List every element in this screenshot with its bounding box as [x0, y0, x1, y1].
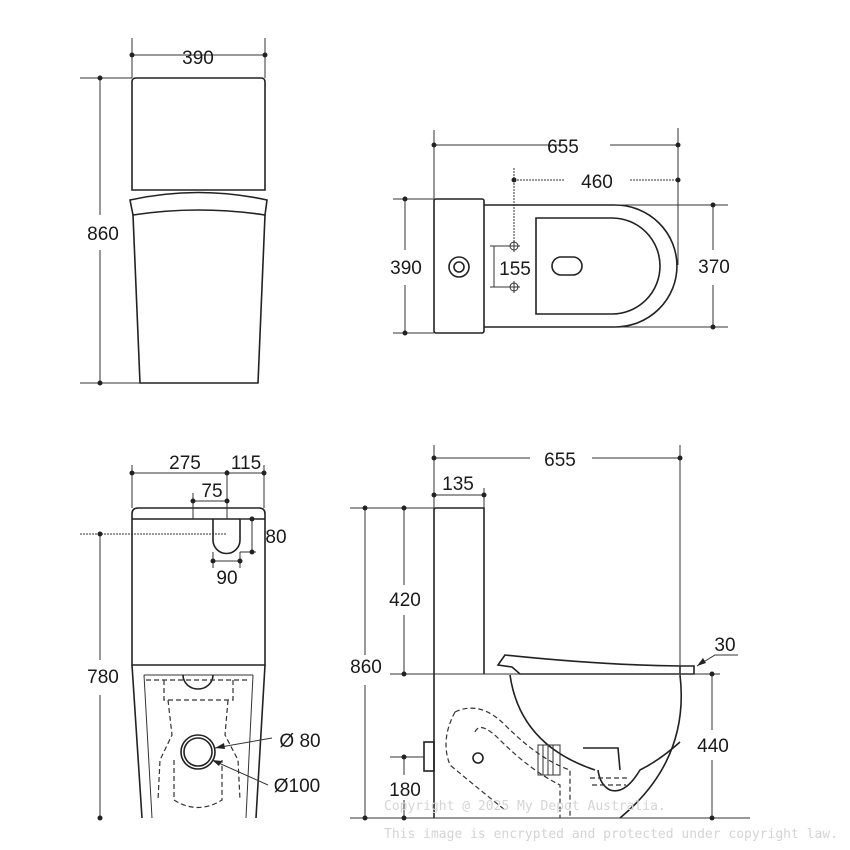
hinge-spacing-label: 155	[499, 259, 531, 280]
outlet-outer-label: Ø100	[274, 776, 320, 797]
total-height-label: 860	[350, 657, 382, 678]
top-length-label: 655	[547, 137, 579, 158]
bowl-width-label: 370	[698, 257, 730, 278]
front-width-label: 390	[182, 48, 214, 69]
tank-depth-label: 135	[442, 474, 474, 495]
seat-thickness-label: 30	[714, 635, 735, 656]
inlet-width-label: 90	[216, 568, 237, 589]
dim-75-label: 75	[201, 481, 222, 502]
seat-offset-label: 460	[581, 172, 613, 193]
dim-275-label: 275	[169, 453, 201, 474]
front-view: 390 860	[80, 38, 268, 386]
rear-view: 275 115 75 80 90 780 Ø 80 Ø100	[80, 453, 321, 821]
inlet-floor-height-label: 780	[87, 667, 119, 688]
top-view: 655 460 390 370 155	[390, 128, 730, 336]
dim-115-label: 115	[231, 453, 261, 474]
front-height-label: 860	[87, 224, 119, 245]
flush-button-icon	[448, 256, 470, 278]
tank-height-label: 420	[389, 590, 421, 611]
bowl-height-label: 440	[697, 736, 729, 757]
outlet-height-label: 180	[389, 780, 421, 801]
watermark-notice: This image is encrypted and protected un…	[384, 827, 838, 842]
side-view: 655 135 860 420 180 440 30	[350, 445, 750, 821]
outlet-inner-label: Ø 80	[279, 731, 320, 752]
watermark-copyright: Copyright @ 2025 My Depot Australia.	[384, 799, 666, 814]
inlet-height-label: 80	[265, 527, 286, 548]
tank-width-label: 390	[390, 258, 422, 279]
side-length-label: 655	[544, 450, 576, 471]
